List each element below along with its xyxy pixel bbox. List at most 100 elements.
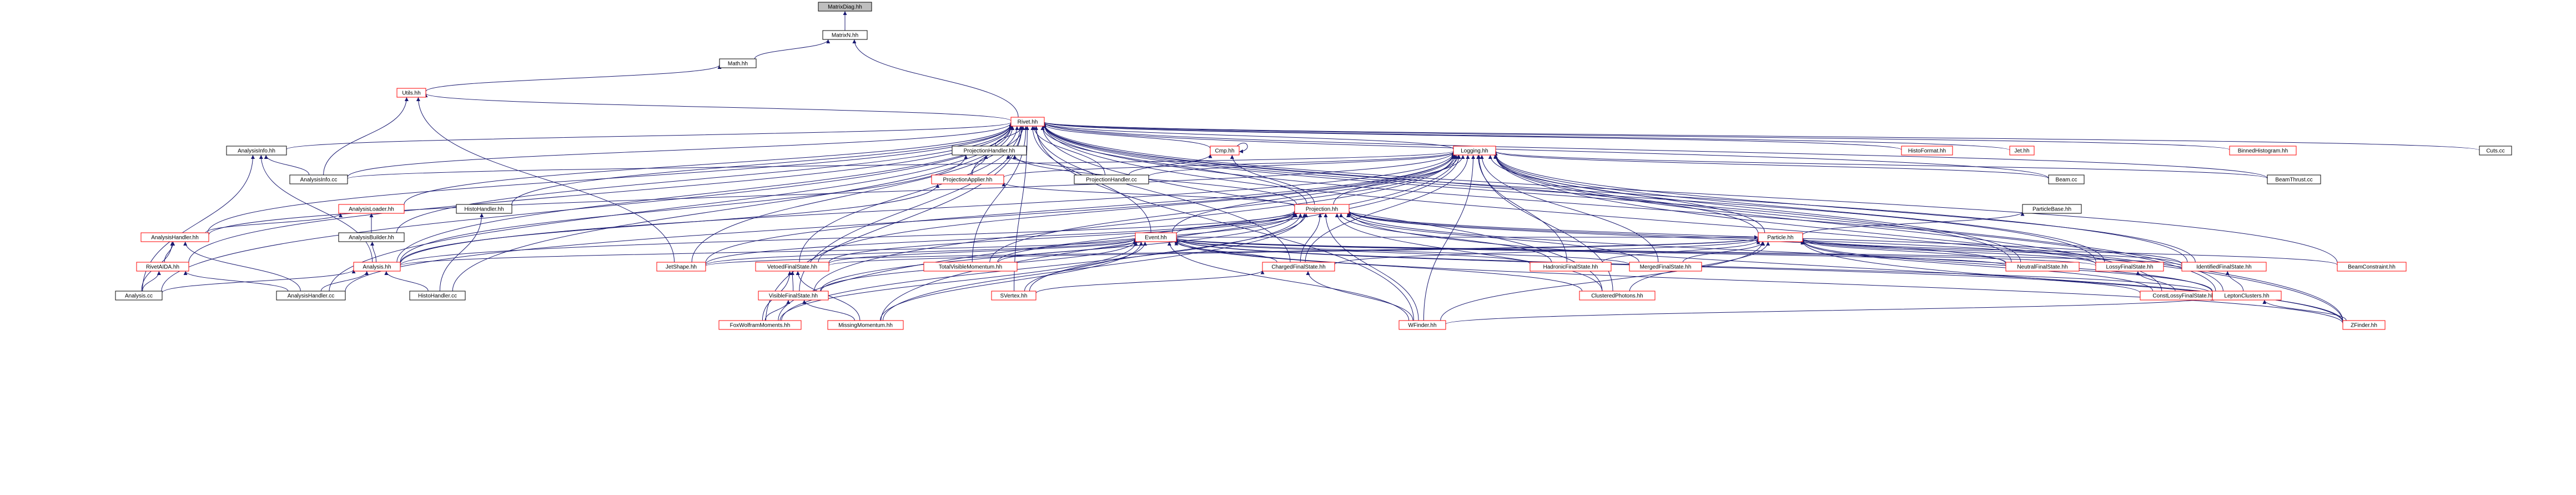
edge-beamconstraint-to-particle [1800,238,2338,266]
node-label-logging: Logging.hh [1461,148,1488,154]
edge-chargedfs-to-logging [1305,154,1470,263]
edge-logging-to-rivet [1042,122,1454,149]
node-label-sventex: SVertex.hh [1000,293,1028,299]
edge-analysishandlercc-to-analysishandler [183,241,301,292]
node-box-ptmin [2479,146,2512,156]
node-rivetaida[interactable]: RivetAIDA.hh [136,262,189,272]
node-box-vetoedfs [755,262,829,272]
node-matrixn[interactable]: MatrixN.hh [822,30,868,40]
node-identifiedfs[interactable]: IdentifiedFinalState.hh [2181,262,2267,272]
node-projhandler[interactable]: ProjectionHandler.hh [952,146,1027,156]
node-analysishandler[interactable]: AnalysisHandler.hh [140,232,209,242]
edge-lossyfs-to-particle [1800,238,2096,264]
edge-vetoedfs-to-event [828,238,1138,264]
edge-foxwolfram-to-projection [781,213,1302,321]
edge-histohandlercc-to-rivet [452,126,1015,292]
node-neutralfs[interactable]: NeutralFinalState.hh [2005,262,2080,272]
node-cmp[interactable]: Cmp.hh [1210,146,1240,156]
edge-analysiscc-to-rivetaida [142,271,161,292]
edge-jetshape-to-projection [705,211,1297,265]
node-histohandlercc[interactable]: HistoHandler.cc [409,291,466,301]
node-leptonclusters[interactable]: LeptonClusters.hh [2212,291,2282,301]
edge-zfinder-to-logging [1493,154,2343,321]
node-analysiscc[interactable]: Analysis.cc [115,291,163,301]
edge-vetoedfs-to-logging [818,154,1456,263]
node-histoformat[interactable]: HistoFormat.hh [1901,146,1953,156]
node-analysisinfocc[interactable]: AnalysisInfo.cc [289,174,348,184]
node-lossyfs[interactable]: LossyFinalState.hh [2095,262,2164,272]
node-label-histohandler: HistoHandler.hh [464,207,504,213]
node-box-particlebase [2022,204,2082,214]
node-analysisbuilder[interactable]: AnalysisBuilder.hh [338,232,405,242]
edge-wfinder-to-particle [1440,241,1764,321]
node-ptmin[interactable]: Cuts.cc [2479,146,2512,156]
node-utils[interactable]: Utils.hh [396,88,426,98]
node-zfinder[interactable]: ZFinder.hh [2342,320,2386,330]
edge-zfinder-to-event [1174,238,2343,324]
node-hadronicfs[interactable]: HadronicFinalState.hh [1530,262,1612,272]
edge-chargedfs-to-particle [1334,238,1760,265]
node-box-hadronicfs [1530,262,1612,272]
node-visiblefs[interactable]: VisibleFinalState.hh [758,291,829,301]
node-box-histohandlercc [409,291,466,301]
node-vetoedfs[interactable]: VetoedFinalState.hh [755,262,829,272]
node-label-binnedhisto: BinnedHistogram.hh [2238,148,2288,154]
node-math[interactable]: Math.hh [719,58,757,68]
node-projhandlercc[interactable]: ProjectionHandler.cc [1074,174,1149,184]
node-analysis[interactable]: Analysis.hh [353,262,401,272]
edge-mergedfs-to-projection [1346,213,1639,263]
node-label-histohandlercc: HistoHandler.cc [418,293,457,299]
edge-lossyfs-to-projection [1347,211,2096,264]
edge-analysis-to-event [400,237,1138,266]
node-mergedfs[interactable]: MergedFinalState.hh [1629,262,1702,272]
node-label-histoformat: HistoFormat.hh [1908,148,1946,154]
node-beamcc[interactable]: Beam.cc [2048,174,2085,184]
node-analysishandlercc[interactable]: AnalysisHandler.cc [276,291,346,301]
edge-math-to-matrixn [754,39,831,59]
node-rivet[interactable]: Rivet.hh [1010,117,1045,127]
node-constlossyfs[interactable]: ConstLossyFinalState.hh [2140,291,2227,301]
node-jetshape[interactable]: JetShape.hh [656,262,706,272]
node-projapplier[interactable]: ProjectionApplier.hh [931,174,1004,184]
edge-identifiedfs-to-rivet [1042,123,2188,263]
node-clusteredphotons[interactable]: ClusteredPhotons.hh [1579,291,1656,301]
node-missingmom[interactable]: MissingMomentum.hh [827,320,904,330]
node-binnedhisto[interactable]: BinnedHistogram.hh [2229,146,2297,156]
node-box-projhandler [952,146,1027,156]
node-sventex[interactable]: SVertex.hh [991,291,1037,301]
node-label-beamconstraint: BeamConstraint.hh [2348,264,2396,271]
node-beamthrust[interactable]: BeamThrust.cc [2267,174,2321,184]
edge-hadronicfs-to-projection [1339,213,1552,263]
edge-hadronicfs-to-event [1174,238,1531,264]
node-label-analysis: Analysis.hh [363,264,391,271]
node-label-cmp: Cmp.hh [1215,148,1234,154]
edge-analysishandler-to-logging [208,152,1456,235]
node-particle[interactable]: Particle.hh [1758,232,1803,242]
edge-clusteredphotons-to-event [1174,239,1583,292]
node-box-utils [396,88,426,98]
node-totalvisiblemom[interactable]: TotalVisibleMomentum.hh [923,262,1018,272]
node-analysisinfo[interactable]: AnalysisInfo.hh [226,146,287,156]
edge-neutralfs-to-event [1174,237,2006,266]
node-label-matrixn: MatrixN.hh [832,33,858,39]
node-jet[interactable]: Jet.hh [2009,146,2035,156]
edge-beamcc-to-rivet [1042,122,2049,179]
edge-analysisinfocc-to-logging [347,151,1455,179]
node-box-histohandler [456,204,512,214]
node-chargedfs[interactable]: ChargedFinalState.hh [1262,262,1335,272]
node-logging[interactable]: Logging.hh [1453,146,1496,156]
node-label-analysishandlercc: AnalysisHandler.cc [288,293,334,299]
node-event[interactable]: Event.hh [1135,232,1177,242]
node-histohandler[interactable]: HistoHandler.hh [456,204,512,214]
node-wfinder[interactable]: WFinder.hh [1398,320,1446,330]
node-label-analysisinfocc: AnalysisInfo.cc [300,177,338,183]
node-analysisloader[interactable]: AnalysisLoader.hh [338,204,405,214]
edge-analysis-to-analysisinfo [259,154,373,263]
node-particlebase[interactable]: ParticleBase.hh [2022,204,2082,214]
node-box-projapplier [931,174,1004,184]
node-beamconstraint[interactable]: BeamConstraint.hh [2337,262,2407,272]
node-box-matrixn [822,30,868,40]
edge-leptonclusters-to-rivet [1042,124,2216,292]
node-foxwolfram[interactable]: FoxWolframMoments.hh [718,320,802,330]
node-projection[interactable]: Projection.hh [1294,204,1350,214]
